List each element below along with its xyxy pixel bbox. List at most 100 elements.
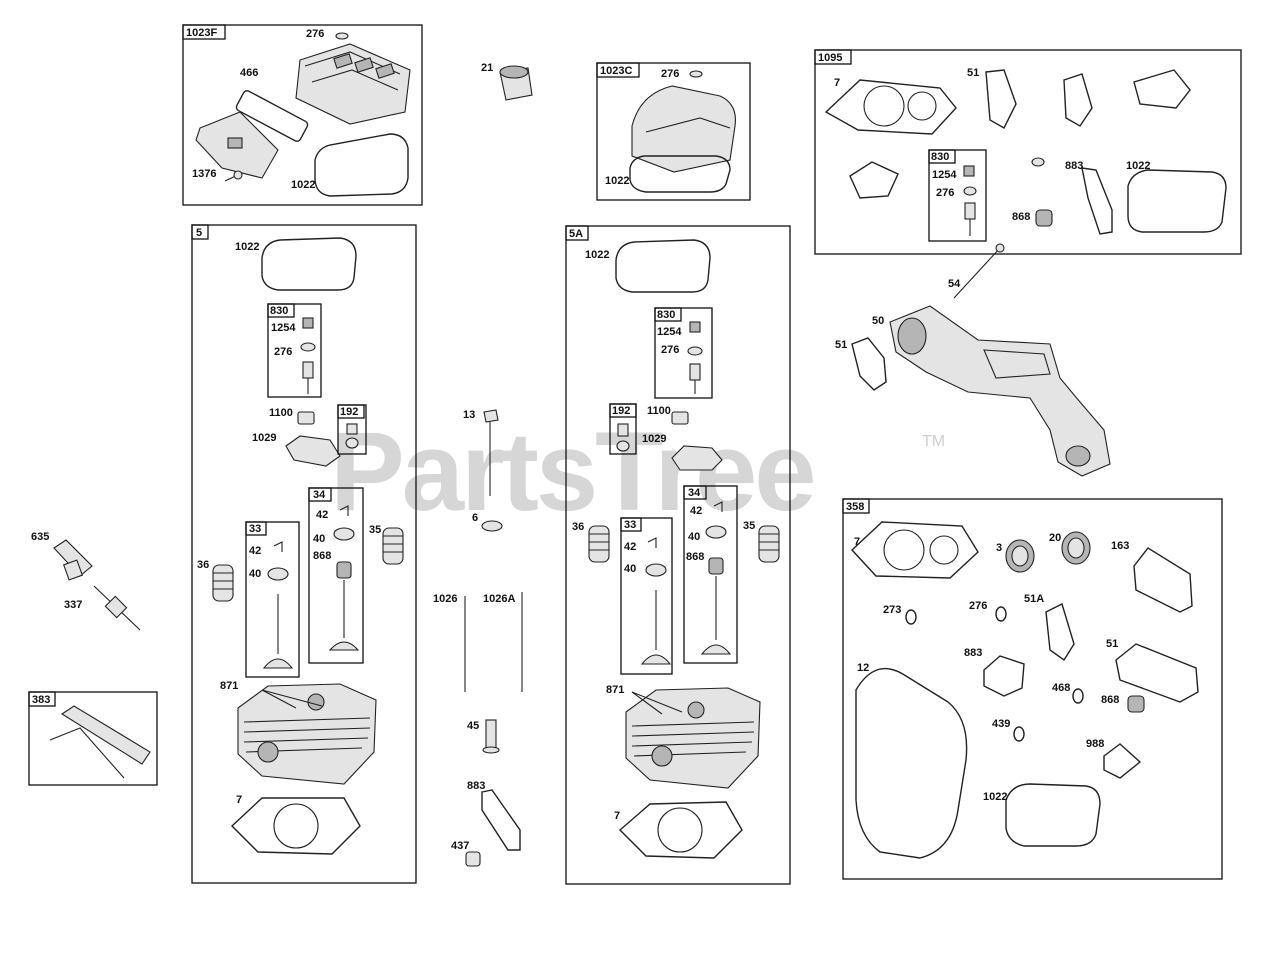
- gasket-1022-1023C[interactable]: [629, 155, 731, 193]
- spark-plug-337[interactable]: [93, 585, 141, 631]
- valve-seal-868-358[interactable]: [1127, 695, 1145, 713]
- label-1022: 1022: [605, 175, 629, 187]
- gasket-51-manifold[interactable]: [851, 337, 887, 391]
- gasket-883-1095[interactable]: [1081, 167, 1113, 235]
- gasket-1022-358[interactable]: [1005, 783, 1101, 847]
- head-gasket-7-g5A[interactable]: [618, 801, 743, 859]
- group-5A-tag: [565, 225, 589, 241]
- gasket-51-358[interactable]: [1115, 643, 1199, 703]
- group-1023C-frame: [596, 62, 751, 201]
- gasket-163[interactable]: [1133, 547, 1193, 613]
- spring-36-g5[interactable]: [212, 564, 234, 602]
- plug-437[interactable]: [465, 851, 481, 867]
- adjuster-830-1095[interactable]: [963, 165, 977, 236]
- head-gasket-7-1095[interactable]: [824, 79, 957, 135]
- bolt-1376[interactable]: [224, 170, 243, 182]
- intake-valve-33-g5A[interactable]: [640, 537, 672, 665]
- spring-36-g5A[interactable]: [588, 525, 610, 563]
- group-1095-frame: [814, 49, 1242, 255]
- label-36: 36: [572, 521, 584, 533]
- label-276: 276: [936, 187, 954, 199]
- group-830-1095-frame: [928, 149, 987, 242]
- group-830-label: 830: [657, 309, 675, 321]
- spring-35-g5[interactable]: [382, 527, 404, 565]
- gasket-1022-g5A[interactable]: [615, 239, 711, 293]
- group-358[interactable]: 358 7 3 20 163 273 276 51A 51 12 883: [842, 498, 1223, 880]
- guide-1100-g5[interactable]: [297, 411, 315, 425]
- gasket-466[interactable]: [235, 89, 309, 142]
- gasket-ghost-3[interactable]: [849, 161, 899, 199]
- crankcase-gasket-12[interactable]: [855, 667, 968, 859]
- group-5[interactable]: 5 830 192 34 33: [191, 224, 417, 884]
- washer-276-358[interactable]: [995, 606, 1007, 622]
- seal-439[interactable]: [1013, 726, 1025, 742]
- group-33-g5A-frame: [620, 517, 673, 675]
- label-42: 42: [249, 545, 261, 557]
- valve-cover-1023F[interactable]: [295, 43, 411, 125]
- label-276: 276: [661, 68, 679, 80]
- group-1095[interactable]: 1095 830 7 51 1254 276 883 1022 868: [814, 49, 1242, 255]
- gasket-883-center[interactable]: [481, 789, 521, 851]
- seal-ghost[interactable]: [1031, 157, 1045, 167]
- cylinder-head-g5A[interactable]: [625, 687, 761, 789]
- label-1022: 1022: [1126, 160, 1150, 172]
- watermark: PartsTree TM: [330, 409, 945, 534]
- group-1095-label: 1095: [818, 52, 842, 64]
- exhaust-valve-34-g5A[interactable]: [700, 501, 732, 655]
- group-830-g5A-frame: [654, 307, 713, 399]
- watermark-text: PartsTree: [330, 409, 814, 534]
- gasket-883-358[interactable]: [983, 655, 1025, 697]
- group-383-label: 383: [32, 694, 50, 706]
- gasket-51-1095[interactable]: [985, 69, 1017, 129]
- nut-192-g5[interactable]: [345, 437, 359, 449]
- label-1029: 1029: [252, 432, 276, 444]
- spark-plug-wrench-383[interactable]: [49, 705, 151, 779]
- adjuster-830-g5A[interactable]: [687, 321, 703, 394]
- gasket-1022-1023F[interactable]: [314, 133, 409, 197]
- adjuster-830-g5[interactable]: [300, 317, 316, 394]
- cylinder-head-g5[interactable]: [237, 683, 377, 785]
- gasket-ghost-1[interactable]: [1063, 73, 1093, 127]
- group-5A[interactable]: 5A 830 192 34 33: [565, 225, 791, 885]
- group-1023F[interactable]: 1023F 276 466 1376 1022: [182, 24, 423, 206]
- group-358-label: 358: [846, 501, 864, 513]
- group-358-frame: [842, 498, 1223, 880]
- seal-273[interactable]: [905, 609, 917, 625]
- tappet-45[interactable]: [482, 719, 500, 754]
- valve-seal-868-1095[interactable]: [1035, 209, 1053, 227]
- valve-cover-1023C[interactable]: [631, 85, 736, 173]
- bolt-54[interactable]: [953, 243, 1005, 299]
- washer-6[interactable]: [481, 520, 503, 532]
- intake-valve-33-g5[interactable]: [262, 541, 294, 669]
- group-33-g5-frame: [245, 521, 300, 678]
- gasket-ghost-2[interactable]: [1133, 69, 1191, 109]
- intake-manifold-50[interactable]: [889, 305, 1111, 477]
- exhaust-valve-34-g5[interactable]: [328, 505, 360, 651]
- group-1023C[interactable]: 1023C 276 1022: [596, 62, 751, 201]
- group-33-g5A-tag: [620, 517, 642, 532]
- seal-468[interactable]: [1072, 688, 1084, 704]
- group-5A-frame: [565, 225, 791, 885]
- spark-plug-boot-635[interactable]: [53, 539, 93, 581]
- group-383[interactable]: 383: [28, 691, 158, 786]
- label-883: 883: [1065, 160, 1083, 172]
- gasket-1022-g5[interactable]: [261, 237, 357, 291]
- gasket-988[interactable]: [1103, 743, 1142, 779]
- nut-192-g5A[interactable]: [616, 440, 630, 452]
- washer-276-1023F[interactable]: [335, 32, 349, 40]
- spring-35-g5A[interactable]: [758, 525, 780, 563]
- washer-276-1023C[interactable]: [689, 70, 703, 78]
- rocker-arm-1029-g5[interactable]: [285, 435, 341, 467]
- breather-cover[interactable]: [195, 111, 279, 179]
- bolt-13[interactable]: [483, 409, 499, 496]
- pivot-192-g5[interactable]: [346, 423, 358, 435]
- gasket-51A[interactable]: [1045, 603, 1075, 662]
- head-gasket-7-g5[interactable]: [230, 797, 361, 855]
- head-gasket-7-358[interactable]: [851, 521, 979, 579]
- guide-1100-g5A[interactable]: [671, 411, 689, 425]
- gasket-1022-1095[interactable]: [1127, 169, 1227, 233]
- pivot-192-g5A[interactable]: [617, 423, 629, 437]
- label-51: 51: [835, 339, 847, 351]
- part-21-oil-cap[interactable]: 21: [481, 62, 533, 101]
- rocker-arm-1029-g5A[interactable]: [671, 445, 723, 471]
